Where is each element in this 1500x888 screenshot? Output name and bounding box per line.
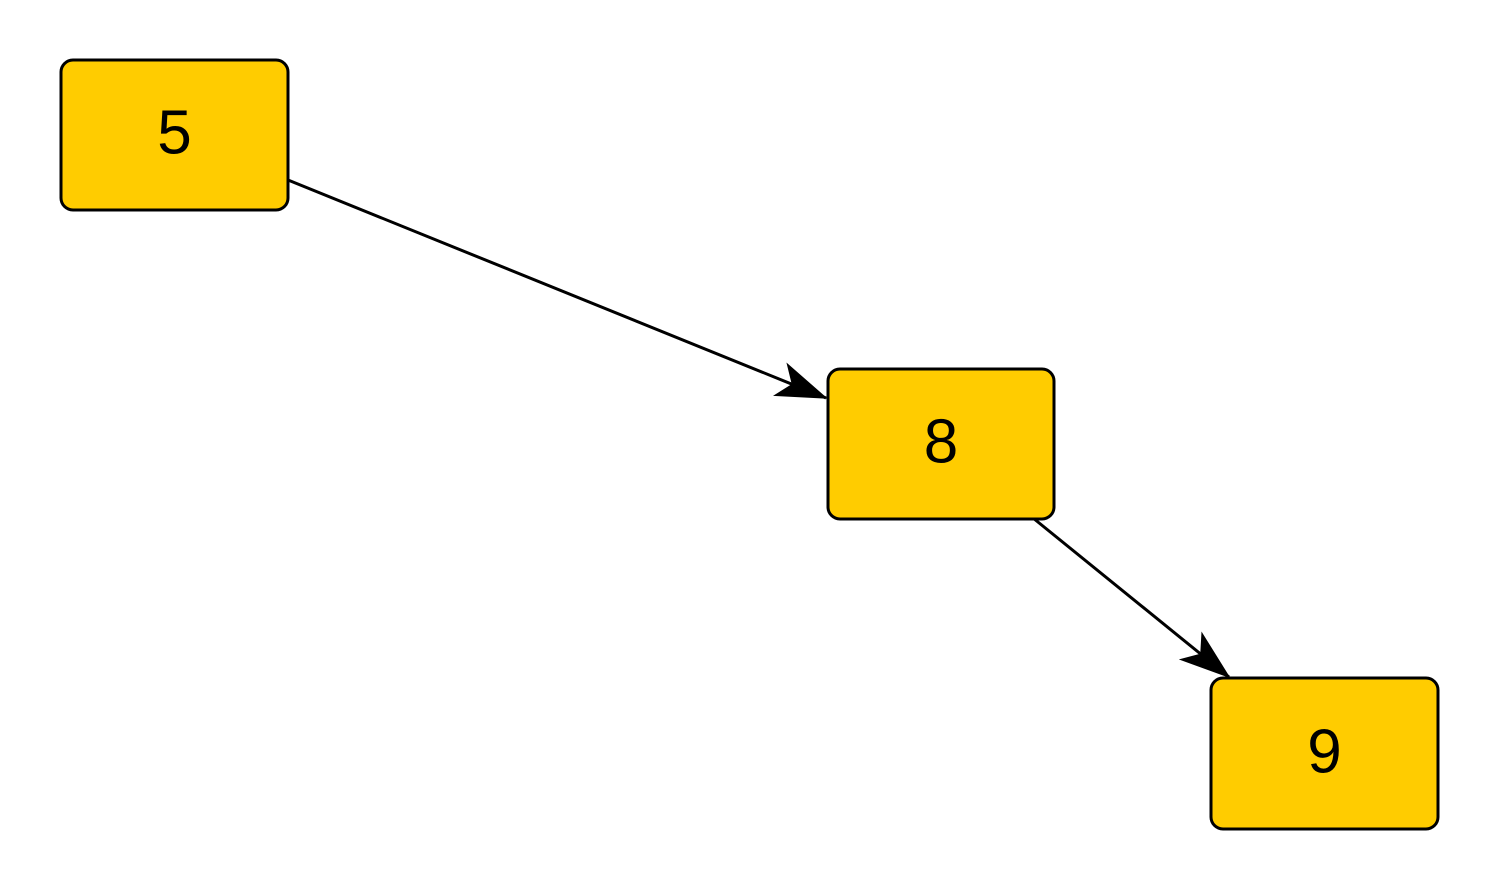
node-9[interactable]: 9 [1209,676,1440,831]
node-5-label: 5 [157,98,191,167]
node-8-label: 8 [924,407,958,476]
node-9-box [1209,676,1440,831]
edge-5-to-8 [287,178,828,400]
node-9-label: 9 [1307,717,1341,786]
node-8-box [826,367,1056,521]
edges [287,178,1231,679]
node-5[interactable]: 5 [59,58,290,212]
node-8[interactable]: 8 [826,367,1056,521]
edge-8-to-9 [1032,516,1231,679]
node-5-box [59,58,290,212]
